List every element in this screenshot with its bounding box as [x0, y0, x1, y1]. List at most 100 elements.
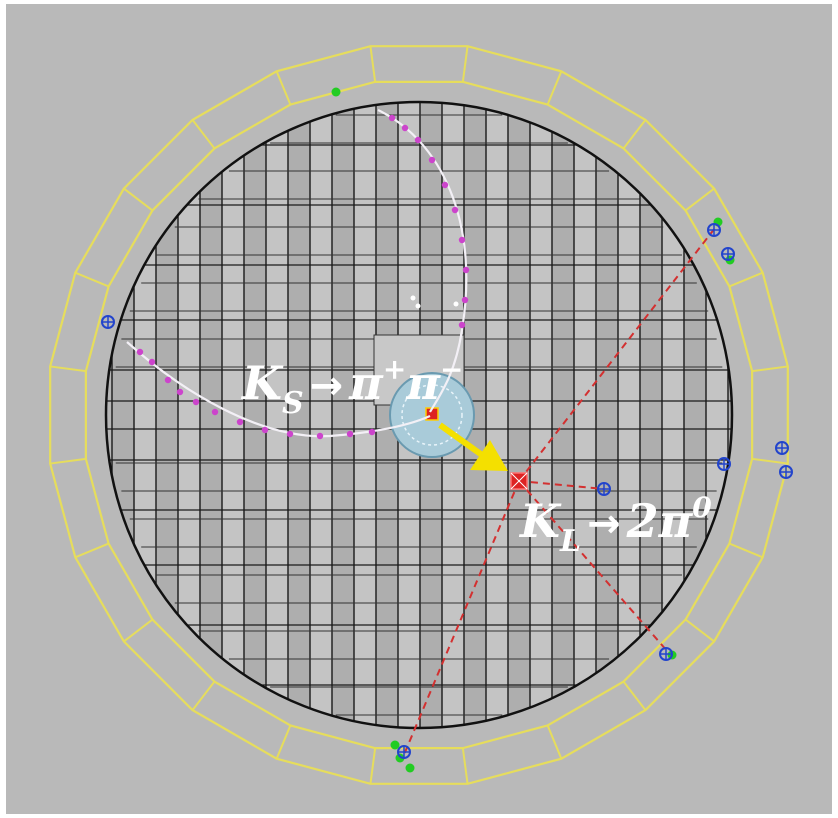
pion-hit: [211, 408, 219, 416]
calorimeter-module-divider: [275, 725, 292, 760]
calorimeter-module-divider: [684, 187, 715, 212]
calorimeter-module-divider: [191, 119, 216, 150]
cluster-marker-blue: [721, 247, 735, 261]
cluster-hit-green: [405, 763, 415, 773]
calorimeter-module-divider: [50, 457, 87, 465]
cluster-marker-blue: [101, 315, 115, 329]
pi-minus-track: [126, 341, 431, 438]
ks-decay-label: KS→π+π−: [242, 353, 464, 421]
calorimeter-barrel: [49, 45, 789, 785]
calorimeter-clusters: [101, 87, 793, 773]
calorimeter-module-divider: [729, 542, 764, 559]
drift-chamber: [104, 100, 734, 730]
chamber-strip: [332, 102, 354, 728]
calorimeter-module-divider: [684, 618, 715, 643]
pion-hit: [261, 426, 269, 434]
calorimeter-module-divider: [74, 271, 109, 288]
beam-pipe-inner-ring: [401, 384, 463, 446]
ks-pion-tracks: [126, 109, 470, 440]
chamber-strip: [530, 102, 552, 728]
photon-line: [402, 480, 520, 758]
calorimeter-module-divider: [546, 70, 563, 105]
pion-hit: [148, 358, 156, 366]
pion-hit: [458, 236, 466, 244]
cluster-hit-green: [390, 740, 400, 750]
pion-hit: [316, 432, 324, 440]
calorimeter-module-divider: [369, 46, 377, 83]
chamber-strip: [596, 102, 618, 728]
chamber-strip: [376, 102, 398, 728]
chamber-strip: [244, 102, 266, 728]
pion-hit: [368, 428, 376, 436]
chamber-strip: [662, 102, 684, 728]
calorimeter-module-divider: [50, 365, 87, 373]
calorimeter-module-divider: [622, 680, 647, 711]
kl-decay-vertex: [510, 472, 528, 490]
chamber-strip: [640, 102, 662, 728]
pion-hit: [441, 181, 449, 189]
cluster-marker-blue: [659, 647, 673, 661]
chamber-strip: [354, 102, 376, 728]
chamber-strip: [486, 102, 508, 728]
chamber-strip: [508, 102, 530, 728]
cluster-marker-blue: [597, 482, 611, 496]
calorimeter-module-divider: [461, 46, 469, 83]
chamber-strip: [574, 102, 596, 728]
arrow-shaft: [438, 422, 484, 458]
pion-hit: [428, 156, 436, 164]
isolated-hit: [410, 295, 416, 301]
kl-vertex-cross: [510, 472, 528, 490]
calorimeter-module-divider: [191, 680, 216, 711]
calorimeter-module-divider: [729, 271, 764, 288]
arrow-head: [470, 440, 508, 471]
pion-hit: [176, 388, 184, 396]
isolated-hit: [415, 303, 421, 309]
pion-hit: [388, 114, 396, 122]
chamber-strip: [266, 102, 288, 728]
chamber-strip: [200, 102, 222, 728]
chamber-strip: [552, 102, 574, 728]
pion-hit: [461, 296, 469, 304]
pion-hit: [414, 136, 422, 144]
pion-hit: [462, 266, 470, 274]
pion-hit: [286, 430, 294, 438]
pion-hit: [164, 376, 172, 384]
pion-hit: [236, 418, 244, 426]
chamber-strip: [310, 102, 332, 728]
pion-hit: [458, 321, 466, 329]
calorimeter-module-divider: [751, 365, 788, 373]
chamber-strip: [156, 102, 178, 728]
calorimeter-module-divider: [622, 119, 647, 150]
cluster-marker-blue: [775, 441, 789, 455]
calorimeter-module-divider: [546, 725, 563, 760]
chamber-strip: [728, 102, 732, 728]
chamber-strip: [178, 102, 200, 728]
pion-hit: [451, 206, 459, 214]
cluster-hit-green: [395, 753, 405, 763]
cluster-hit-green: [331, 87, 341, 97]
chamber-strip: [288, 102, 310, 728]
chamber-strip: [618, 102, 640, 728]
isolated-hit: [453, 301, 459, 307]
calorimeter-module-divider: [751, 457, 788, 465]
cluster-marker-blue: [779, 465, 793, 479]
cluster-marker-blue: [717, 457, 731, 471]
drift-chamber-outer-wall: [104, 100, 734, 730]
pion-hit: [136, 348, 144, 356]
calorimeter-module-divider: [74, 542, 109, 559]
pion-hit: [192, 398, 200, 406]
calorimeter-module-divider: [275, 70, 292, 105]
pion-hit: [346, 430, 354, 438]
photon-line: [518, 480, 669, 653]
photon-line: [518, 227, 716, 482]
kl-decay-label: KL→2π0: [520, 491, 712, 559]
yellow-arrow: [438, 422, 508, 471]
photon-lines: [402, 227, 716, 758]
cluster-marker-blue: [397, 745, 411, 759]
calorimeter-module-divider: [369, 747, 377, 784]
calorimeter-module-divider: [461, 747, 469, 784]
cluster-marker-blue: [707, 223, 721, 237]
calorimeter-module-divider: [123, 618, 154, 643]
